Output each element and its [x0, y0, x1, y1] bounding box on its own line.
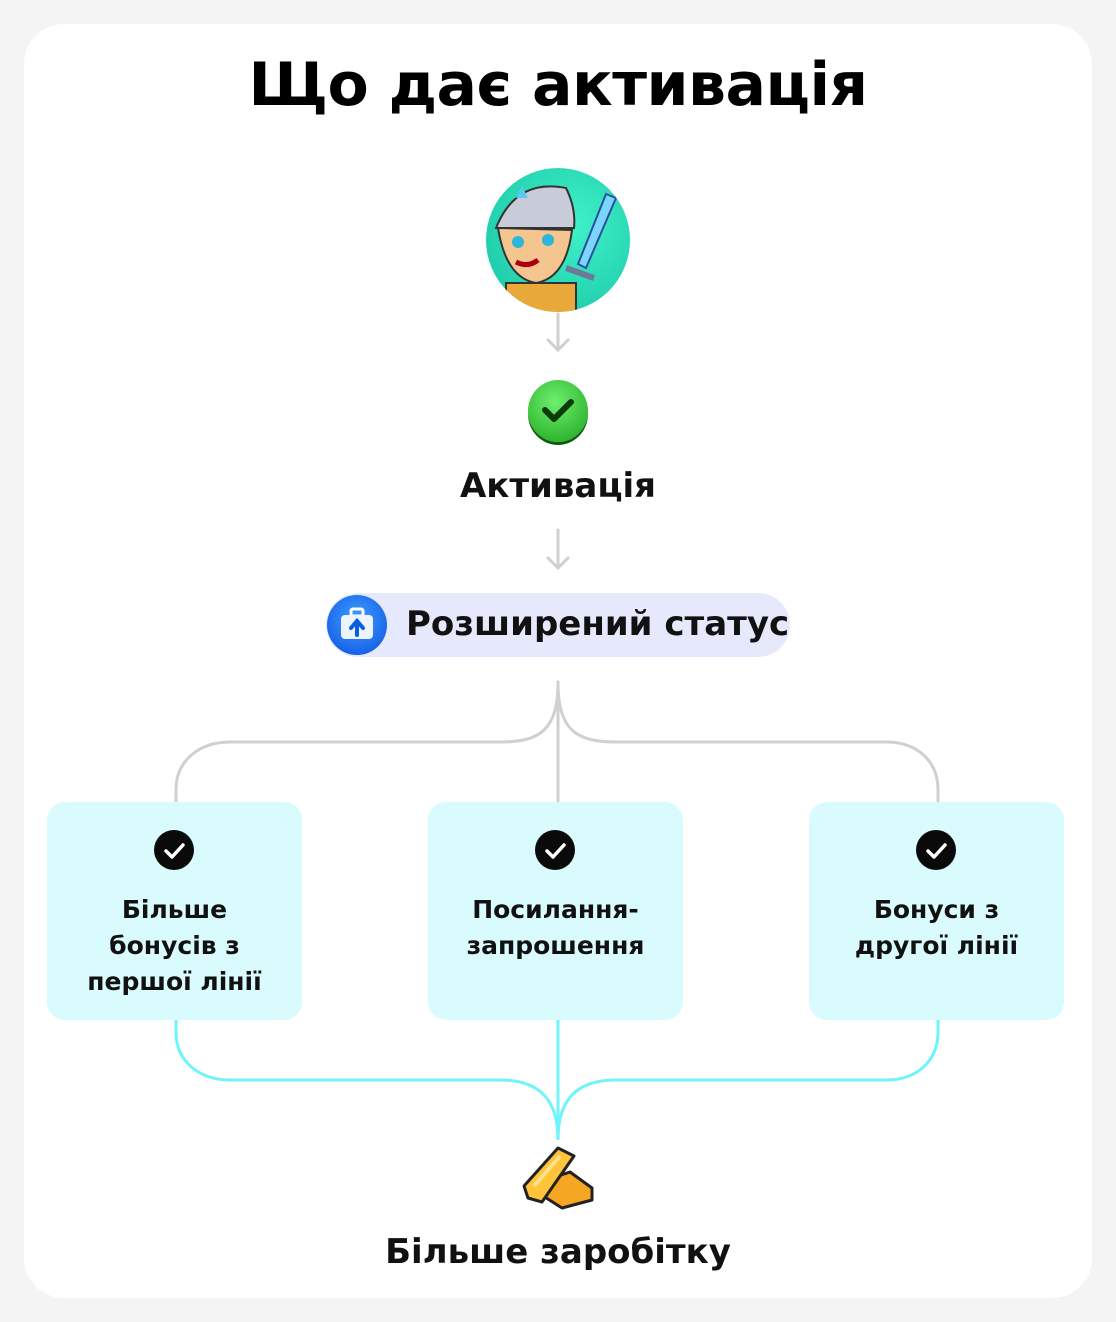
activation-label: Активація	[459, 466, 657, 506]
benefit-label: Посилання-запрошення	[466, 895, 645, 960]
check-circle-green-icon	[528, 380, 588, 442]
extended-status-label: Розширений статус	[406, 604, 790, 644]
benefit-card-first-line: Більше бонусів з першої лінії	[47, 802, 302, 1020]
more-earnings-label: Більше заробітку	[385, 1232, 731, 1272]
benefit-card-second-line: Бонуси з другої лінії	[809, 802, 1064, 1020]
arrow-1	[546, 312, 570, 353]
branch-right	[556, 680, 940, 804]
benefit-label: Бонуси з другої лінії	[854, 895, 1019, 960]
merge-left	[174, 1020, 560, 1141]
branch-left	[174, 680, 560, 804]
benefit-label: Більше бонусів з першої лінії	[87, 895, 262, 996]
page-title: Що дає активація	[248, 50, 868, 120]
gold-bars-icon	[522, 1146, 594, 1210]
extended-status-pill	[326, 593, 790, 657]
benefit-card-invite-link: Посилання-запрошення	[428, 802, 683, 1020]
arrow-2	[546, 528, 570, 571]
knight-avatar	[486, 168, 630, 312]
check-icon	[535, 830, 575, 870]
check-icon	[154, 830, 194, 870]
briefcase-up-icon	[327, 595, 387, 655]
merge-right	[556, 1020, 940, 1141]
check-icon	[916, 830, 956, 870]
